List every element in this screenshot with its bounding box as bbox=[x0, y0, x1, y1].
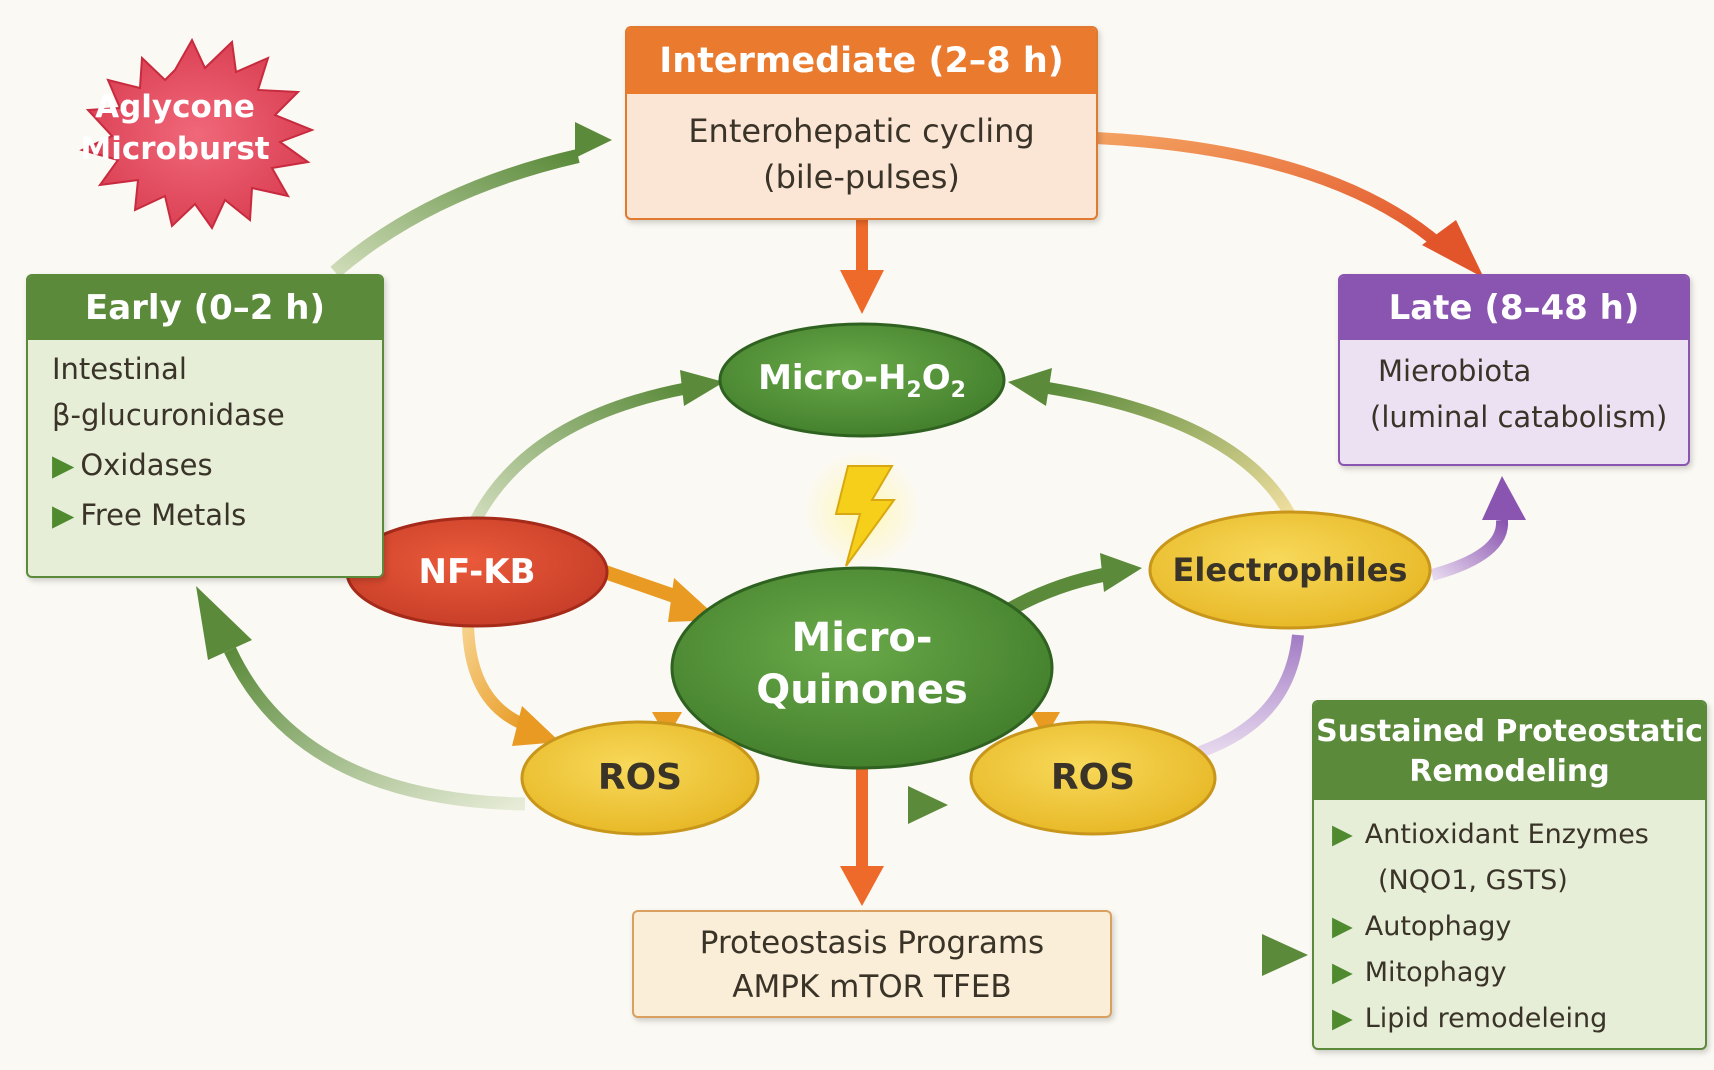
node-electrophiles-shape bbox=[1148, 510, 1432, 630]
arrow-electrophiles-to-h2o2 bbox=[1047, 382, 1296, 518]
arrowhead bbox=[575, 122, 612, 158]
early-title: Early (0–2 h) bbox=[28, 276, 382, 340]
sustained-bullet-text: Mitophagy bbox=[1364, 957, 1507, 988]
arrowhead bbox=[1262, 934, 1308, 976]
arrow-electrophiles-to-late bbox=[1430, 519, 1509, 581]
sustained-bullet-text: Lipid remodeleing bbox=[1364, 1003, 1608, 1034]
early-bullet-oxidases: ▶ Oxidases bbox=[52, 442, 382, 488]
arrow-ros-right-to-electrophiles bbox=[1197, 634, 1304, 758]
early-line2: β-glucuronidase bbox=[52, 398, 285, 432]
arrowhead bbox=[1422, 220, 1484, 278]
node-micro-quinones-shape bbox=[670, 566, 1054, 770]
proteostasis-line1: Proteostasis Programs bbox=[699, 925, 1045, 961]
sustained-body: ▶ Antioxidant Enzymes (NQO1, GSTS) ▶ Aut… bbox=[1314, 800, 1705, 1042]
arrowhead bbox=[196, 586, 252, 660]
arrowhead bbox=[680, 370, 724, 406]
sustained-bullet-text: Autophagy bbox=[1364, 911, 1512, 942]
bullet-triangle-icon: ▶ bbox=[1332, 911, 1353, 942]
arrow-nfkb-to-ros-left bbox=[462, 624, 531, 732]
arrowhead bbox=[1482, 476, 1526, 520]
arrowhead bbox=[908, 786, 948, 824]
late-line1: Mierobiota bbox=[1378, 354, 1532, 388]
arrow-early-to-intermediate bbox=[330, 149, 580, 278]
early-bullet-free-metals: ▶ Free Metals bbox=[52, 492, 382, 538]
late-title: Late (8–48 h) bbox=[1340, 276, 1688, 340]
intermediate-body: Enterohepatic cycling (bile-pulses) bbox=[627, 94, 1096, 200]
bullet-triangle-icon: ▶ bbox=[52, 448, 75, 482]
sustained-bullet-autophagy: ▶ Autophagy bbox=[1332, 904, 1705, 950]
intermediate-title: Intermediate (2–8 h) bbox=[627, 28, 1096, 94]
arrow-nfkb-to-quinones bbox=[602, 565, 683, 605]
sustained-title-line2: Remodeling bbox=[1409, 754, 1610, 789]
node-nfkb-shape bbox=[345, 516, 609, 628]
lightning-bolt-icon bbox=[834, 465, 896, 567]
node-ros-left-shape bbox=[520, 720, 760, 836]
arrow-intermediate-to-late bbox=[1095, 132, 1444, 250]
node-ros-right-shape bbox=[969, 720, 1217, 836]
proteostasis-box: Proteostasis Programs AMPK mTOR TFEB bbox=[632, 910, 1112, 1018]
sustained-title-line1: Sustained Proteostatic bbox=[1316, 714, 1703, 749]
late-box: Late (8–48 h) Mierobiota (luminal catabo… bbox=[1338, 274, 1690, 466]
arrow-ros-to-early bbox=[224, 647, 526, 811]
intermediate-line2: (bile-pulses) bbox=[763, 158, 960, 196]
sustained-box: Sustained Proteostatic Remodeling ▶ Anti… bbox=[1312, 700, 1707, 1050]
arrowhead bbox=[1100, 553, 1142, 592]
bullet-triangle-icon: ▶ bbox=[52, 498, 75, 532]
late-line2: (luminal catabolism) bbox=[1370, 400, 1668, 434]
late-body: Mierobiota (luminal catabolism) bbox=[1340, 340, 1688, 440]
intermediate-box: Intermediate (2–8 h) Enterohepatic cycli… bbox=[625, 26, 1098, 220]
sustained-bullet-antioxidant: ▶ Antioxidant Enzymes bbox=[1332, 812, 1705, 858]
arrow-nfkb-to-h2o2 bbox=[464, 382, 690, 535]
bullet-triangle-icon: ▶ bbox=[1332, 957, 1353, 988]
bullet-triangle-icon: ▶ bbox=[1332, 1003, 1353, 1034]
intermediate-line1: Enterohepatic cycling bbox=[688, 112, 1035, 150]
proteostasis-line2: AMPK mTOR TFEB bbox=[732, 969, 1012, 1005]
sustained-bullet-cont: (NQO1, GSTS) bbox=[1378, 865, 1568, 896]
sustained-bullet-lipid: ▶ Lipid remodeleing bbox=[1332, 996, 1705, 1042]
early-bullet-text: Oxidases bbox=[80, 448, 213, 482]
arrowhead bbox=[840, 270, 884, 314]
arrowhead bbox=[512, 706, 560, 746]
arrowhead bbox=[840, 866, 884, 906]
early-line1: Intestinal bbox=[52, 352, 187, 386]
arrowhead bbox=[1008, 368, 1052, 406]
node-micro-h2o2-shape bbox=[718, 322, 1006, 438]
starburst-shape bbox=[79, 37, 315, 230]
early-body: Intestinal β-glucuronidase ▶ Oxidases ▶ … bbox=[28, 340, 382, 538]
early-bullet-text: Free Metals bbox=[80, 498, 247, 532]
early-box: Early (0–2 h) Intestinal β-glucuronidase… bbox=[26, 274, 384, 578]
sustained-bullet-mitophagy: ▶ Mitophagy bbox=[1332, 950, 1705, 996]
proteostasis-body: Proteostasis Programs AMPK mTOR TFEB bbox=[634, 912, 1110, 1009]
sustained-bullet-text: Antioxidant Enzymes bbox=[1364, 819, 1649, 850]
bullet-triangle-icon: ▶ bbox=[1332, 819, 1353, 850]
sustained-title: Sustained Proteostatic Remodeling bbox=[1314, 702, 1705, 800]
